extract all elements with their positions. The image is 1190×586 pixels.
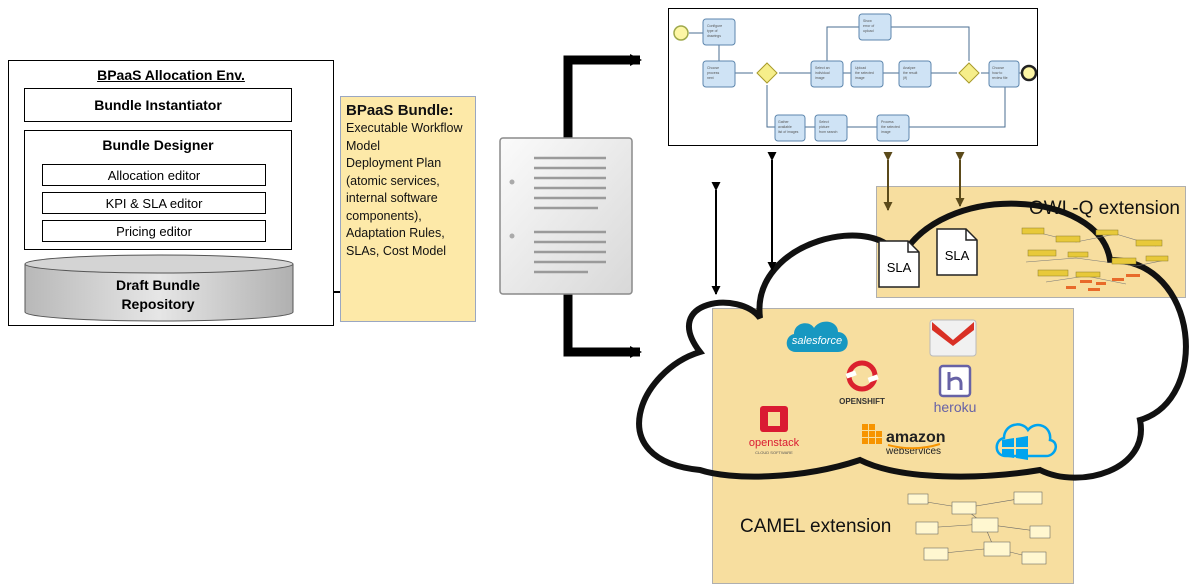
svg-text:(if): (if) bbox=[903, 76, 907, 80]
repository-line-1: Draft Bundle bbox=[116, 277, 200, 293]
svg-text:available: available bbox=[778, 125, 792, 129]
bundle-line: Model bbox=[346, 138, 381, 153]
amazon-subtext: webservices bbox=[885, 446, 941, 457]
kpi-sla-editor[interactable]: KPI & SLA editor bbox=[42, 192, 266, 214]
salesforce-logo: salesforce bbox=[786, 321, 848, 352]
bundle-line: internal software bbox=[346, 191, 438, 205]
bundle-line: Deployment Plan bbox=[346, 156, 442, 170]
svg-text:list of images: list of images bbox=[778, 130, 799, 134]
svg-text:next: next bbox=[707, 76, 714, 80]
heroku-logo: heroku bbox=[934, 364, 977, 415]
svg-text:Configure: Configure bbox=[707, 24, 722, 28]
sla-document-2[interactable] bbox=[936, 228, 978, 276]
pricing-editor[interactable]: Pricing editor bbox=[42, 220, 266, 242]
amazon-text: amazon bbox=[886, 429, 946, 446]
svg-text:the result: the result bbox=[903, 71, 917, 75]
svg-text:review file: review file bbox=[992, 76, 1008, 80]
owl-q-extension-label: OWL-Q extension bbox=[1029, 198, 1180, 219]
svg-text:image: image bbox=[855, 76, 865, 80]
salesforce-text: salesforce bbox=[792, 335, 842, 347]
svg-text:drawings: drawings bbox=[707, 34, 721, 38]
sla-document-1[interactable] bbox=[878, 240, 920, 288]
heroku-text: heroku bbox=[934, 399, 977, 415]
azure-logo bbox=[995, 423, 1058, 460]
svg-text:image: image bbox=[815, 76, 825, 80]
bundle-designer-title: Bundle Designer bbox=[102, 137, 214, 153]
svg-text:Show: Show bbox=[863, 19, 872, 23]
bundle-line: (atomic services, bbox=[346, 173, 440, 188]
svg-text:the selected: the selected bbox=[855, 71, 874, 75]
svg-text:Gather: Gather bbox=[778, 120, 790, 124]
openshift-logo: OPENSHIFT bbox=[839, 360, 885, 406]
openshift-text: OPENSHIFT bbox=[839, 397, 885, 406]
svg-text:Choose: Choose bbox=[992, 66, 1004, 70]
svg-text:error of: error of bbox=[863, 24, 874, 28]
arrow-to-workflow bbox=[563, 54, 642, 138]
cloud-outline bbox=[636, 200, 1189, 481]
repository-line-2: Repository bbox=[121, 296, 195, 312]
bundle-line: Executable Workflow bbox=[346, 121, 463, 135]
openstack-text: openstack bbox=[749, 437, 800, 449]
bundle-instantiator[interactable]: Bundle Instantiator bbox=[24, 88, 292, 122]
gmail-logo bbox=[929, 319, 977, 357]
svg-text:individual: individual bbox=[815, 71, 830, 75]
svg-text:Select: Select bbox=[819, 120, 829, 124]
openstack-logo: openstack CLOUD SOFTWARE bbox=[749, 406, 800, 455]
bpaas-bundle-title: BPaaS Bundle: bbox=[346, 102, 454, 119]
sla-label-2: SLA bbox=[944, 247, 970, 263]
svg-text:image: image bbox=[881, 130, 891, 134]
sla-label-1: SLA bbox=[886, 259, 912, 275]
svg-text:process: process bbox=[707, 71, 720, 75]
svg-text:Analyze: Analyze bbox=[903, 66, 916, 70]
bundle-line: SLAs, Cost Model bbox=[346, 243, 447, 258]
svg-text:from search: from search bbox=[819, 130, 838, 134]
svg-text:Choose: Choose bbox=[707, 66, 719, 70]
document-icon[interactable] bbox=[498, 136, 634, 296]
draft-bundle-repository[interactable]: Draft Bundle Repository bbox=[24, 274, 292, 316]
bundle-line: Adaptation Rules, bbox=[346, 226, 445, 240]
camel-model-thumbnail bbox=[907, 491, 1051, 565]
openstack-subtext: CLOUD SOFTWARE bbox=[755, 450, 793, 455]
svg-text:Process: Process bbox=[881, 120, 894, 124]
svg-text:Select an: Select an bbox=[815, 66, 830, 70]
bundle-line: components), bbox=[346, 208, 422, 223]
svg-text:upload: upload bbox=[863, 29, 874, 33]
svg-text:how to: how to bbox=[992, 71, 1002, 75]
svg-text:picture: picture bbox=[819, 125, 830, 129]
arrow-to-cloud bbox=[563, 294, 642, 358]
svg-text:Upload: Upload bbox=[855, 66, 866, 70]
owl-q-model-thumbnail bbox=[1021, 227, 1169, 291]
svg-text:type of: type of bbox=[707, 29, 718, 33]
camel-extension-label: CAMEL extension bbox=[740, 516, 892, 537]
bpaas-bundle-box: BPaaS Bundle: Executable Workflow Model … bbox=[340, 96, 476, 322]
amazon-logo: amazon webservices bbox=[862, 424, 946, 457]
allocation-editor[interactable]: Allocation editor bbox=[42, 164, 266, 186]
allocation-env-title: BPaaS Allocation Env. bbox=[97, 67, 245, 83]
svg-text:the selected: the selected bbox=[881, 125, 900, 129]
repository-cylinder bbox=[24, 254, 294, 322]
